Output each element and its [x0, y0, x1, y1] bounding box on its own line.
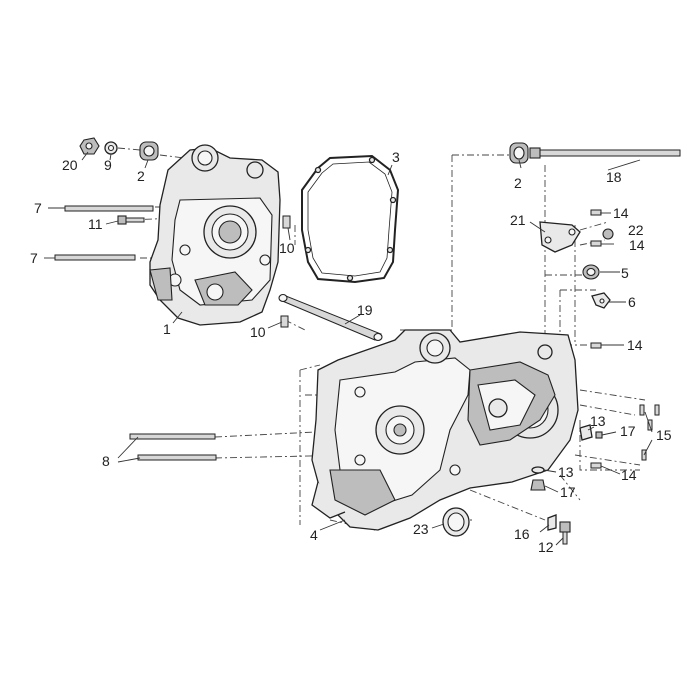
long-stud-bolt	[529, 147, 681, 159]
bolt-11	[117, 215, 145, 225]
bolt-14-c	[590, 342, 602, 349]
bushing-5	[582, 264, 600, 280]
bushing-2-right	[509, 142, 529, 164]
label-10-upper: 10	[279, 240, 295, 256]
label-7-lower: 7	[30, 250, 38, 266]
label-3: 3	[392, 149, 400, 165]
label-2-left: 2	[137, 168, 145, 184]
label-17-lower: 17	[560, 484, 576, 500]
dowel-pin-10-upper	[282, 215, 291, 229]
left-crankcase-cover	[149, 144, 281, 326]
label-2-right: 2	[514, 175, 522, 191]
label-23: 23	[413, 521, 429, 537]
leader-lines	[44, 151, 653, 546]
oil-seal-23	[442, 507, 470, 537]
label-15: 15	[656, 427, 672, 443]
bushing-2-left	[139, 141, 159, 161]
gasket	[301, 154, 400, 284]
washer-13-lower	[531, 466, 545, 474]
label-1: 1	[163, 321, 171, 337]
label-14-b: 14	[629, 237, 645, 253]
label-18: 18	[606, 169, 622, 185]
label-14-d: 14	[621, 467, 637, 483]
label-9: 9	[104, 157, 112, 173]
label-16: 16	[514, 526, 530, 542]
main-crankcase	[311, 329, 579, 531]
bolt-14-a	[590, 209, 602, 216]
label-13-lower: 13	[558, 464, 574, 480]
label-12: 12	[538, 539, 554, 555]
label-10-lower: 10	[250, 324, 266, 340]
label-4: 4	[310, 527, 318, 543]
bolt-14-b	[590, 240, 602, 247]
bolt-14-d	[590, 462, 602, 469]
label-6: 6	[628, 294, 636, 310]
label-14-a: 14	[613, 205, 629, 221]
label-20: 20	[62, 157, 78, 173]
nut-22	[602, 228, 614, 240]
washer-16	[547, 514, 557, 531]
label-5: 5	[621, 265, 629, 281]
label-17-upper: 17	[620, 423, 636, 439]
dowel-pin-10-lower	[280, 315, 289, 328]
washer-9	[104, 141, 118, 155]
label-22: 22	[628, 222, 644, 238]
label-11: 11	[88, 216, 103, 232]
label-14-c: 14	[627, 337, 643, 353]
label-8: 8	[102, 453, 110, 469]
nut-20	[79, 137, 100, 155]
shaft-tube	[278, 293, 383, 342]
clip-6	[591, 292, 611, 309]
label-21: 21	[510, 212, 526, 228]
part-labels: 20 9 2 3 7 7 11 10 10 1 19 2 18 21 14 22…	[30, 149, 672, 555]
bolt-12	[559, 521, 571, 545]
stud-bolts-7	[54, 205, 154, 261]
label-13-upper: 13	[590, 413, 606, 429]
washer-13-upper	[579, 424, 593, 441]
label-19: 19	[357, 302, 373, 318]
label-7-upper: 7	[34, 200, 42, 216]
stud-bolts-8	[129, 433, 217, 461]
plug-17-lower	[530, 479, 546, 491]
bracket-21	[539, 221, 581, 253]
plug-17-upper	[595, 431, 603, 439]
